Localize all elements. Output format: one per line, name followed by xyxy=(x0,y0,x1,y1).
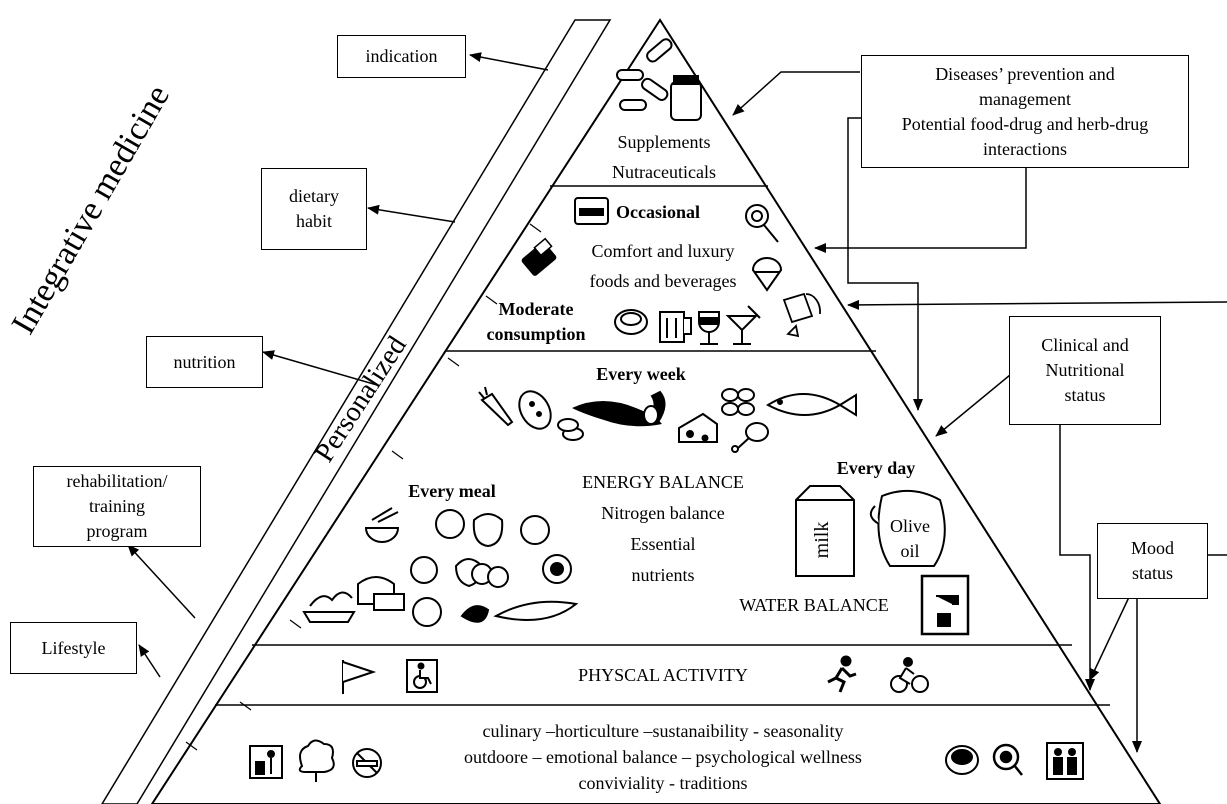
carrot-icon xyxy=(478,386,514,427)
vegetables-icon xyxy=(412,597,579,627)
tea-icon xyxy=(782,292,821,338)
family-icon xyxy=(1046,742,1084,780)
indication-box: indication xyxy=(337,35,466,78)
candy-bar-icon xyxy=(521,237,557,276)
lifestyle-box: Lifestyle xyxy=(10,622,137,674)
bread-icon xyxy=(357,576,405,611)
base-label-3: conviviality - traditions xyxy=(579,773,748,793)
tree-icon xyxy=(298,739,335,782)
mood-status-box: Mood status xyxy=(1097,523,1208,599)
nutrients-label: nutrients xyxy=(632,565,695,585)
milk-label: milk xyxy=(811,522,833,559)
water-tap-icon xyxy=(920,574,970,636)
olive-label: Olive xyxy=(890,516,930,536)
integrative-medicine-label: Integrative medicine xyxy=(5,79,177,340)
legumes-icon xyxy=(557,401,662,441)
fruits-icons xyxy=(410,509,572,588)
rehabilitation-box: rehabilitation/ training program xyxy=(33,466,201,547)
oil-label: oil xyxy=(900,541,919,561)
pasta-icon xyxy=(302,591,356,623)
comfort-label-2: foods and beverages xyxy=(590,271,737,291)
personalized-band xyxy=(101,19,612,804)
food-plate-icon xyxy=(945,745,979,775)
cycling-icon xyxy=(890,657,929,693)
trash-person-icon xyxy=(249,745,283,779)
wheelchair-icon xyxy=(406,659,438,693)
comfort-label-1: Comfort and luxury xyxy=(592,241,735,261)
nutraceuticals-label: Nutraceuticals xyxy=(612,162,716,182)
every-week-label: Every week xyxy=(596,364,685,384)
lollipop-icon xyxy=(745,204,779,243)
moderate-label-1: Moderate xyxy=(499,299,574,319)
rice-bowl-icon xyxy=(364,507,400,543)
nitrogen-balance-label: Nitrogen balance xyxy=(601,503,724,523)
eggs-icon xyxy=(721,388,755,416)
diseases-box: Diseases’ prevention and management Pote… xyxy=(861,55,1189,168)
water-balance-label: WATER BALANCE xyxy=(739,595,889,615)
every-day-label: Every day xyxy=(837,458,916,478)
occasional-label: Occasional xyxy=(616,202,700,222)
band-ticks xyxy=(185,223,542,751)
fish-icon xyxy=(766,393,857,417)
pie-icon xyxy=(614,309,648,335)
physical-activity-label: PHYSCAL ACTIVITY xyxy=(578,665,748,685)
sausage-icon xyxy=(643,390,666,425)
moderate-label-2: consumption xyxy=(486,324,585,344)
left-arrows xyxy=(127,52,549,678)
olive-oil-jar-icon xyxy=(869,489,946,567)
search-magnifier-icon xyxy=(992,743,1023,776)
running-icon xyxy=(827,655,857,693)
beer-icon xyxy=(659,311,692,343)
right-connectors xyxy=(732,71,1227,753)
no-smoking-icon xyxy=(352,748,382,778)
cake-icon xyxy=(574,197,609,225)
milk-carton-icon xyxy=(795,485,855,577)
ice-cream-icon xyxy=(751,257,783,292)
dietary-habit-box: dietary habit xyxy=(261,168,367,250)
cheese-icon xyxy=(678,412,718,443)
base-label-1: culinary –horticulture –sustanaibility -… xyxy=(483,721,844,741)
flag-icon xyxy=(342,660,377,694)
nutrition-box: nutrition xyxy=(146,336,263,388)
potato-icon xyxy=(518,390,552,430)
chicken-leg-icon xyxy=(731,422,769,453)
pills-icon xyxy=(616,38,702,121)
every-meal-label: Every meal xyxy=(408,481,495,501)
cocktail-icon xyxy=(725,305,761,345)
base-label-2: outdoore – emotional balance – psycholog… xyxy=(464,747,862,767)
clinical-status-box: Clinical and Nutritional status xyxy=(1009,316,1161,425)
wine-glass-icon xyxy=(698,311,720,345)
supplements-label: Supplements xyxy=(618,132,711,152)
essential-label: Essential xyxy=(631,534,696,554)
energy-balance-label: ENERGY BALANCE xyxy=(582,472,744,492)
